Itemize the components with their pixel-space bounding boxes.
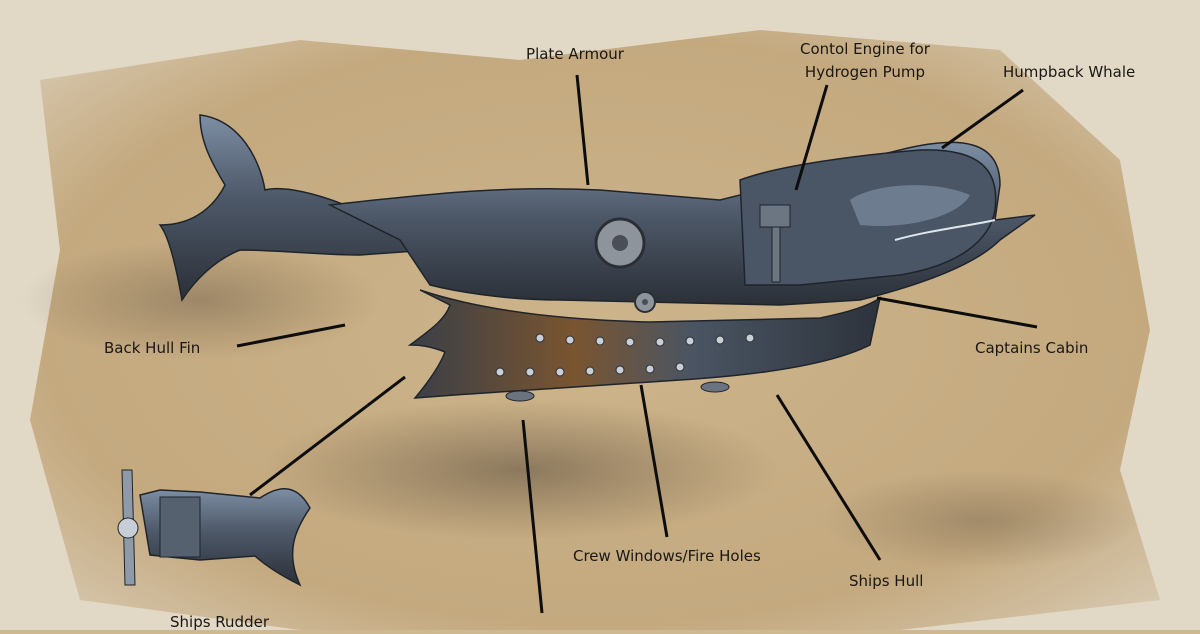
crew-windows bbox=[495, 333, 755, 377]
label-back-hull-fin: Back Hull Fin bbox=[104, 339, 201, 357]
leader-lines bbox=[236, 74, 1038, 614]
leader-control-engine bbox=[794, 84, 829, 191]
turret-left bbox=[505, 390, 535, 402]
large-gear bbox=[594, 217, 646, 269]
smudge-shadow-right bbox=[820, 470, 1140, 570]
leader-back-hull-fin bbox=[236, 323, 346, 348]
small-gear bbox=[634, 291, 656, 313]
leader-hull-lower bbox=[521, 419, 544, 614]
head-eye-line bbox=[894, 219, 996, 241]
label-plate-armour: Plate Armour bbox=[526, 45, 624, 63]
smudge-shadow-left bbox=[20, 240, 380, 360]
label-control-engine-line1: Contol Engine for bbox=[800, 40, 930, 58]
head-highlight bbox=[850, 185, 970, 226]
ships-rudder bbox=[117, 469, 311, 587]
leader-captains-cabin bbox=[876, 296, 1038, 329]
whale-tail bbox=[158, 114, 431, 303]
engine-tower-pole bbox=[771, 226, 781, 283]
smudge-shadow bbox=[260, 400, 780, 540]
label-crew-windows: Crew Windows/Fire Holes bbox=[573, 547, 761, 565]
label-captains-cabin: Captains Cabin bbox=[975, 339, 1089, 357]
leader-crew-windows bbox=[639, 384, 669, 538]
engine-tower-top bbox=[759, 204, 791, 228]
label-ships-hull: Ships Hull bbox=[849, 572, 924, 590]
label-ships-rudder: Ships Rudder bbox=[170, 613, 269, 631]
label-humpback-whale: Humpback Whale bbox=[1003, 63, 1136, 81]
label-control-engine-line2: Hydrogen Pump bbox=[804, 63, 926, 81]
leader-ships-hull bbox=[775, 394, 882, 561]
turret-right bbox=[700, 381, 730, 393]
leader-humpback-whale bbox=[941, 88, 1024, 150]
leader-plate-armour bbox=[575, 74, 590, 186]
leader-ships-rudder bbox=[249, 375, 406, 497]
